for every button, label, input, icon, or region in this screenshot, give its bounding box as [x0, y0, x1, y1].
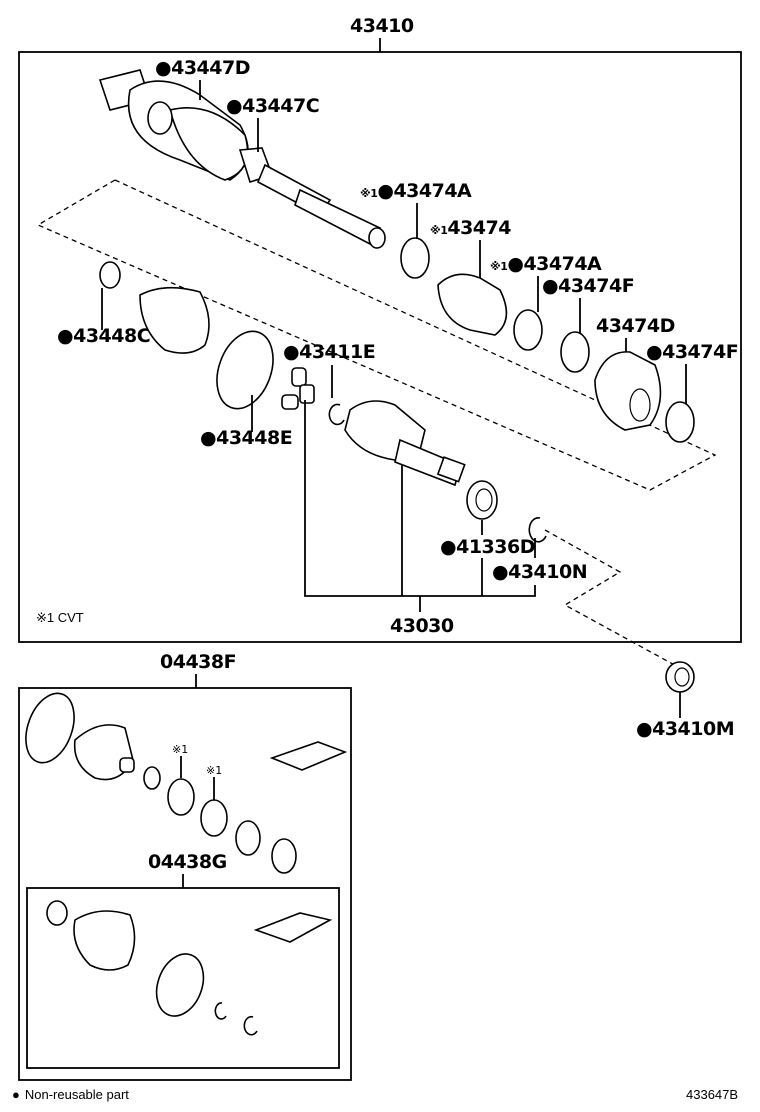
kit-label-04438G[interactable]: 04438G: [148, 851, 227, 873]
part-label-43474A-2[interactable]: ※1●43474A: [490, 253, 603, 275]
kit-F-parts: [25, 692, 348, 874]
kit-label-04438F[interactable]: 04438F: [160, 651, 237, 673]
assembly-frame: [18, 51, 742, 643]
snap-ring-43410N: [528, 516, 547, 543]
diagram-id: 433647B: [686, 1087, 738, 1102]
tripod-joint: [281, 367, 315, 410]
assembly-label[interactable]: 43410: [350, 15, 414, 37]
part-label-43448E[interactable]: ●43448E: [200, 427, 293, 449]
part-label-43474F-1[interactable]: ●43474F: [542, 275, 635, 297]
part-label-43411E[interactable]: ●43411E: [283, 341, 376, 363]
snap-ring-43411E: [328, 403, 345, 426]
part-label-43410N[interactable]: ●43410N: [492, 561, 588, 583]
damper-43474D-bore: [629, 388, 651, 422]
part-label-43474[interactable]: ※143474: [430, 217, 512, 239]
clamp-43474A-1: [400, 237, 430, 279]
part-label-43030[interactable]: 43030: [390, 615, 454, 637]
damper-43474: [437, 273, 508, 336]
inboard-joint-housing: [344, 400, 466, 487]
seal-43410M: [665, 661, 695, 693]
outboard-joint-illustration: [98, 69, 386, 249]
clamp-43474F-1: [560, 331, 590, 373]
dashed-link-43410M: [544, 529, 681, 669]
assembly-note: ※1 CVT: [36, 610, 84, 625]
dashed-group-outline: [36, 179, 717, 491]
part-label-43474A-1[interactable]: ※1●43474A: [360, 180, 473, 202]
seal-41336D: [466, 480, 498, 520]
part-label-43448C[interactable]: ●43448C: [57, 325, 151, 347]
seal-41336D-bore: [475, 488, 493, 512]
kit-G-frame: [26, 887, 340, 1069]
part-label-43447C[interactable]: ●43447C: [226, 95, 320, 117]
inboard-boot: [139, 286, 210, 354]
part-label-43474F-2[interactable]: ●43474F: [646, 341, 739, 363]
damper-43474D: [594, 351, 662, 431]
clamp-43448C: [99, 261, 121, 289]
clamp-43474F-2: [665, 401, 695, 443]
clamp-43474A-2: [513, 309, 543, 351]
clamp-43448E: [216, 330, 274, 410]
part-label-43447D[interactable]: ●43447D: [155, 57, 250, 79]
kit-F-note-2: ※1: [206, 764, 222, 777]
kit-F-frame: [18, 687, 352, 1081]
seal-43410M-bore: [674, 667, 690, 687]
legend-nonreusable: ●Non-reusable part: [12, 1087, 129, 1102]
part-label-43474D[interactable]: 43474D: [596, 315, 675, 337]
part-label-41336D[interactable]: ●41336D: [440, 536, 535, 558]
kit-F-note-1: ※1: [172, 743, 188, 756]
kit-G-parts: [46, 900, 333, 1036]
part-label-43410M[interactable]: ●43410M: [636, 718, 735, 740]
